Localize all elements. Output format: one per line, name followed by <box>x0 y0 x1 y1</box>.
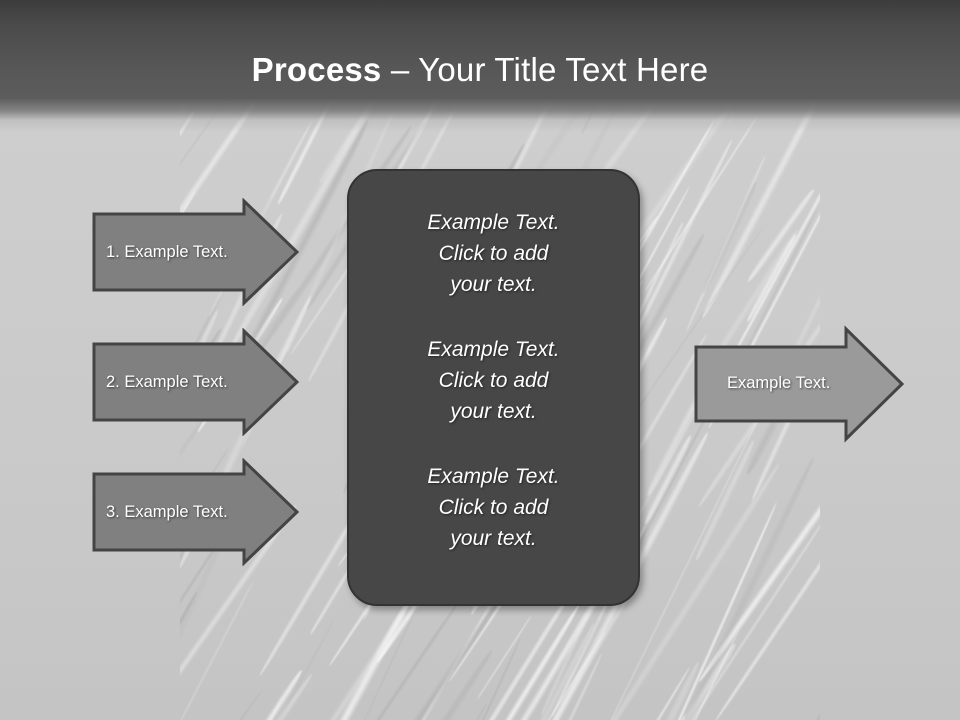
process-step-arrow-3-label: 3. Example Text. <box>106 503 228 521</box>
header-band <box>0 0 960 132</box>
page-title: Process – Your Title Text Here <box>0 50 960 90</box>
arrow-right-shape-icon <box>694 325 905 443</box>
center-panel-block-1: Example Text. Click to add your text. <box>427 211 560 296</box>
page-title-bold: Process <box>251 51 382 88</box>
arrow-right-shape-icon <box>92 328 300 436</box>
center-panel-block-3: Example Text. Click to add your text. <box>427 465 560 550</box>
center-panel-block-2: Example Text. Click to add your text. <box>427 338 560 423</box>
process-output-arrow-label: Example Text. <box>727 374 831 392</box>
page-title-rest: – Your Title Text Here <box>381 51 709 88</box>
process-step-arrow-1[interactable]: 1. Example Text. <box>92 198 300 306</box>
process-output-arrow[interactable]: Example Text. <box>693 325 905 443</box>
process-step-arrow-2-label: 2. Example Text. <box>106 373 228 391</box>
arrow-right-shape-icon <box>92 458 300 566</box>
process-step-arrow-1-label: 1. Example Text. <box>106 243 228 261</box>
process-center-panel[interactable]: Example Text. Click to add your text. Ex… <box>347 169 640 606</box>
process-step-arrow-2[interactable]: 2. Example Text. <box>92 328 300 436</box>
process-step-arrow-3[interactable]: 3. Example Text. <box>92 458 300 566</box>
arrow-right-shape-icon <box>92 198 300 306</box>
